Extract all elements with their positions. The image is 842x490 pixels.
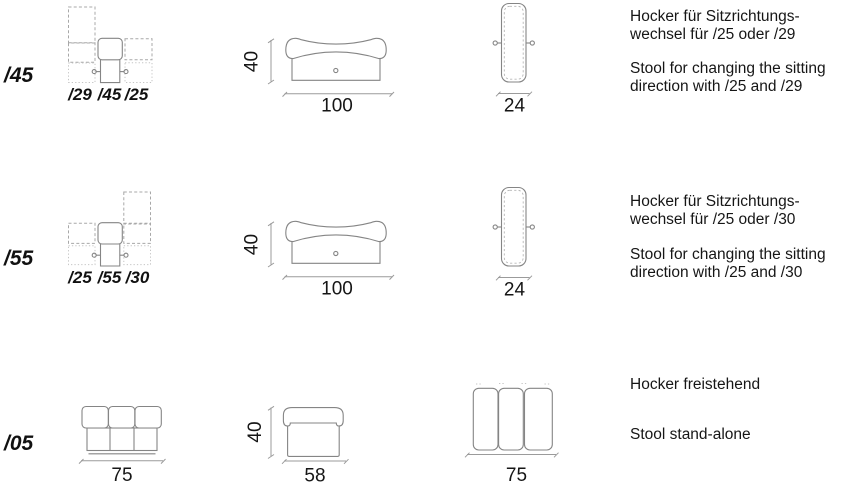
dim-24-label: 24 [504, 280, 526, 301]
dimension-width-45: 100 [282, 91, 395, 117]
caption-de-45: Hocker für Sitzrichtungs- wechsel für /2… [630, 8, 838, 44]
top-view-55: 24 [492, 186, 535, 301]
dimension-depth-55: 24 [495, 275, 533, 301]
stool-front-55 [285, 220, 387, 264]
caption-de-05-line1: Hocker freistehend [630, 376, 761, 393]
connector-left-icon [91, 69, 97, 75]
connector-left-icon [492, 224, 498, 230]
dim-40-label: 40 [242, 234, 263, 255]
connector-left-icon [91, 252, 97, 258]
front-view-05: 75 [78, 405, 166, 486]
connector-right-icon [529, 40, 535, 46]
plan-label-25: /25 [67, 268, 92, 287]
stool-front-45 [285, 37, 387, 81]
caption-de-55: Hocker für Sitzrichtungs- wechsel für /2… [630, 193, 838, 229]
front-view-55: 40 100 [242, 220, 395, 300]
connector-right-icon [123, 252, 129, 258]
stool-top-55 [492, 186, 535, 267]
dim-40-label: 40 [245, 421, 266, 442]
caption-en-55-line1: Stool for changing the sitting [630, 246, 826, 263]
top-view-05: 75 [464, 383, 559, 486]
caption-de-45-line2: wechsel für /25 oder /29 [630, 26, 796, 43]
top-view-45: 24 [492, 2, 535, 117]
caption-en-05: Stool stand-alone [630, 426, 838, 444]
dimension-width-55: 100 [282, 274, 395, 300]
stool-side-05 [282, 407, 344, 457]
stool-plan-45 [91, 37, 129, 84]
row-label-45: /45 [4, 64, 34, 87]
row-label-55: /55 [4, 247, 34, 270]
connector-right-icon [529, 224, 535, 230]
stool-top-45 [492, 2, 535, 83]
dimension-width-05-top: 75 [464, 452, 559, 486]
dim-100-label: 100 [321, 279, 353, 300]
dimension-width-05-front: 75 [78, 458, 166, 486]
plan-view-45: /29 /45 /25 [67, 6, 153, 104]
button-detail-icon [333, 250, 339, 257]
plan-label-55: /55 [97, 268, 122, 287]
caption-en-45: Stool for changing the sitting direction… [630, 60, 838, 96]
caption-de-55-line1: Hocker für Sitzrichtungs- [630, 193, 800, 210]
caption-en-55: Stool for changing the sitting direction… [630, 246, 838, 282]
dim-75-label: 75 [506, 465, 527, 486]
dim-40-label: 40 [242, 51, 263, 72]
stool-plan-55 [91, 222, 129, 267]
adjacent-element-29-outline [68, 6, 96, 83]
caption-en-55-line2: direction with /25 and /30 [630, 264, 803, 281]
dim-24-label: 24 [504, 96, 526, 117]
plan-view-55: /25 /55 /30 [67, 191, 152, 287]
plan-label-25: /25 [124, 85, 149, 104]
dimension-depth-45: 24 [495, 91, 533, 117]
plan-label-45: /45 [97, 85, 122, 104]
stool-top-05 [472, 383, 553, 451]
row-label-05: /05 [4, 432, 34, 455]
dim-58-label: 58 [304, 466, 325, 487]
caption-de-05: Hocker freistehend [630, 376, 838, 394]
connector-right-icon [123, 69, 129, 75]
plan-label-29: /29 [67, 85, 92, 104]
dim-100-label: 100 [321, 96, 353, 117]
caption-de-55-line2: wechsel für /25 oder /30 [630, 211, 796, 228]
dimension-height-05: 40 [245, 405, 275, 459]
adjacent-element-25-outline [68, 222, 96, 266]
caption-en-05-line1: Stool stand-alone [630, 426, 751, 443]
front-view-45: 40 100 [242, 37, 395, 117]
connector-left-icon [492, 40, 498, 46]
caption-de-45-line1: Hocker für Sitzrichtungs- [630, 8, 800, 25]
caption-en-45-line2: direction with /25 and /29 [630, 78, 803, 95]
caption-en-45-line1: Stool for changing the sitting [630, 60, 826, 77]
dimension-width-05-side: 58 [281, 458, 349, 487]
dimension-height-45: 40 [242, 38, 275, 85]
plan-label-30: /30 [125, 268, 150, 287]
side-view-05: 40 58 [245, 405, 349, 487]
adjacent-element-25-outline [124, 38, 153, 83]
dimension-height-55: 40 [242, 221, 275, 268]
dim-75-label: 75 [111, 465, 132, 486]
stool-front-05 [81, 405, 162, 455]
button-detail-icon [333, 67, 339, 74]
